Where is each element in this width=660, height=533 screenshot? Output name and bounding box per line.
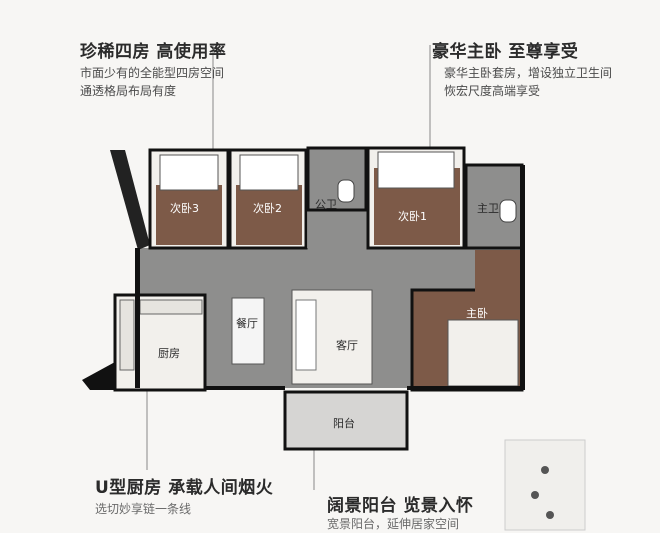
diagonal-wall <box>110 150 150 250</box>
outer-wall-bottom-right <box>407 386 522 390</box>
callout-title-bottom-left: U型厨房 承载人间烟火 <box>95 478 274 498</box>
kitchen-counter-left <box>119 299 135 371</box>
site-map-thumbnail <box>504 439 586 531</box>
kitchen-counter-top <box>139 299 203 315</box>
room-label-kitchen: 厨房 <box>158 347 180 360</box>
outer-wall-bottom-left <box>205 386 285 390</box>
room-label-bedroom2: 次卧2 <box>253 202 282 215</box>
room-label-bedroom3: 次卧3 <box>170 202 199 215</box>
outer-wall-right <box>520 165 525 390</box>
room-label-master-bath: 主卫 <box>477 202 499 215</box>
callout-title-top-left: 珍稀四房 高使用率 <box>80 42 227 62</box>
room-label-living: 客厅 <box>336 339 358 352</box>
bedroom3-floor <box>156 185 222 245</box>
master-bath-room <box>464 163 524 250</box>
kitchen-wall-wing <box>82 362 115 390</box>
public-bath-toilet <box>337 179 355 203</box>
balcony-room <box>283 390 409 451</box>
living-sofa <box>295 299 317 371</box>
room-label-public-bath: 公卫 <box>315 198 337 211</box>
callout-line-bottom-mid-1: 宽景阳台，延伸居家空间 <box>327 517 460 531</box>
outer-wall-left <box>135 248 140 388</box>
callout-line-bottom-left-1: 选切妙享链一条线 <box>95 502 192 516</box>
room-label-bedroom1: 次卧1 <box>398 210 427 223</box>
master-bedroom-bed <box>447 319 519 387</box>
callout-line-top-left-1: 市面少有的全能型四房空间 <box>80 66 225 80</box>
bedroom2-floor <box>236 185 302 245</box>
callout-line-top-right-1: 豪华主卧套房，增设独立卫生间 <box>444 66 613 80</box>
master-closet-floor <box>475 250 520 292</box>
master-bath-toilet <box>499 199 517 223</box>
room-label-master-bedroom: 主卧 <box>466 307 488 320</box>
public-bath-room <box>306 146 368 212</box>
callout-title-bottom-mid: 阔景阳台 览景入怀 <box>327 496 474 516</box>
bedroom1-bed <box>377 151 455 189</box>
dining-table <box>231 297 265 365</box>
callout-title-top-right: 豪华主卧 至尊享受 <box>432 42 579 62</box>
bedroom2-bed <box>239 154 299 191</box>
room-label-balcony: 阳台 <box>333 417 355 430</box>
callout-line-top-right-2: 恢宏尺度高端享受 <box>444 84 541 98</box>
callout-line-top-left-2: 通透格局布局有度 <box>80 84 177 98</box>
room-label-dining: 餐厅 <box>236 317 258 330</box>
bedroom3-bed <box>159 154 219 191</box>
